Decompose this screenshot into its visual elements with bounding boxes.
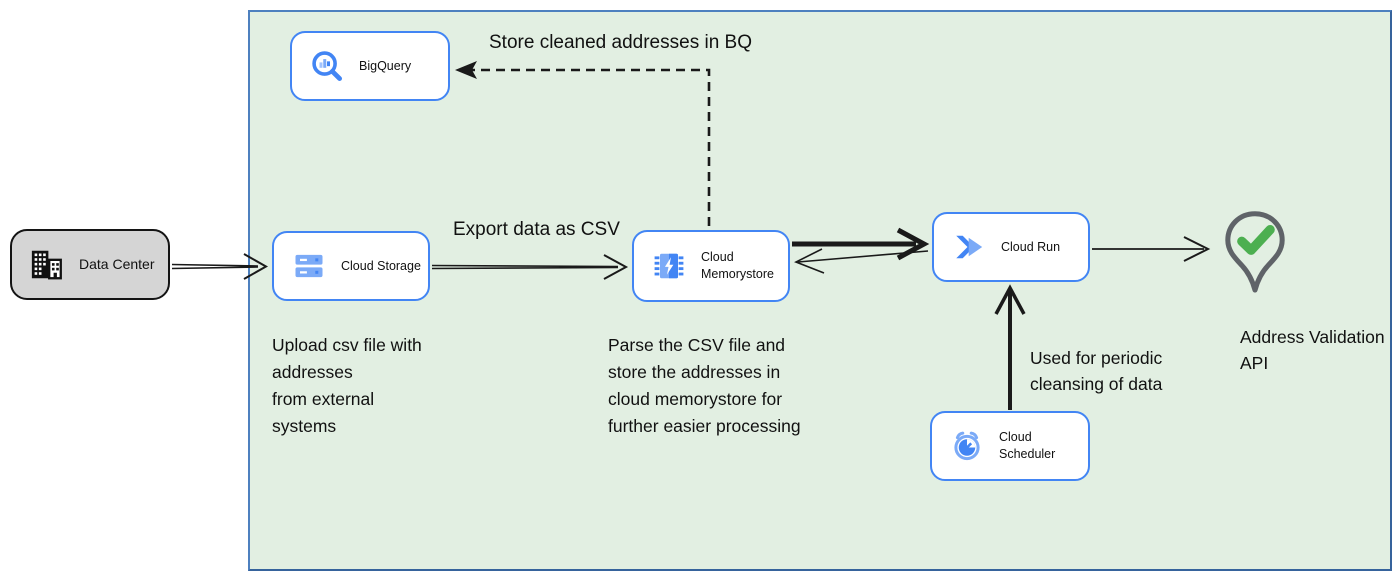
edge-run-to-memorystore: [794, 248, 929, 274]
cloud-storage-icon: [291, 248, 327, 284]
edge-label-store-cleaned: Store cleaned addresses in BQ: [489, 32, 752, 53]
edge-datacenter-to-storage: [171, 253, 269, 280]
cloud-memorystore-icon: [651, 248, 687, 284]
edge-storage-to-memorystore: [431, 254, 629, 280]
edge-label-periodic-cleansing: Used for periodic cleansing of data: [1030, 348, 1163, 394]
node-cloud-scheduler: Cloud Scheduler: [930, 411, 1090, 481]
map-pin-icon: [1225, 211, 1285, 293]
annotation-parse-csv: Parse the CSV file and store the address…: [608, 335, 801, 436]
node-bigquery: BigQuery: [290, 31, 450, 101]
node-data-center: Data Center: [10, 229, 170, 300]
gcp-boundary: [248, 10, 1392, 571]
cloud-run-icon: [951, 229, 987, 265]
edge-label-export-csv: Export data as CSV: [453, 219, 620, 240]
edge-run-to-validation: [1092, 236, 1211, 262]
address-validation-pin: [1222, 209, 1288, 312]
node-cloud-storage: Cloud Storage: [272, 231, 430, 301]
node-cloud-memorystore: Cloud Memorystore: [632, 230, 790, 302]
checkmark-icon: [1237, 225, 1275, 255]
edge-memorystore-to-bigquery: [455, 61, 711, 226]
bigquery-icon: [309, 48, 345, 84]
node-label: Cloud Memorystore: [701, 250, 774, 281]
cloud-scheduler-icon: [949, 428, 985, 464]
node-label: Cloud Run: [1001, 239, 1061, 254]
node-cloud-run: Cloud Run: [932, 212, 1090, 282]
node-label: Data Center: [79, 256, 155, 273]
edge-scheduler-to-run: [994, 284, 1026, 410]
node-label: Cloud Scheduler: [999, 430, 1056, 461]
node-label: BigQuery: [359, 58, 412, 73]
annotation-upload-csv: Upload csv file with addresses from exte…: [272, 335, 422, 436]
node-label: Cloud Storage: [341, 258, 421, 273]
address-validation-label: Address Validation API: [1240, 327, 1385, 373]
data-center-icon: [29, 248, 65, 281]
